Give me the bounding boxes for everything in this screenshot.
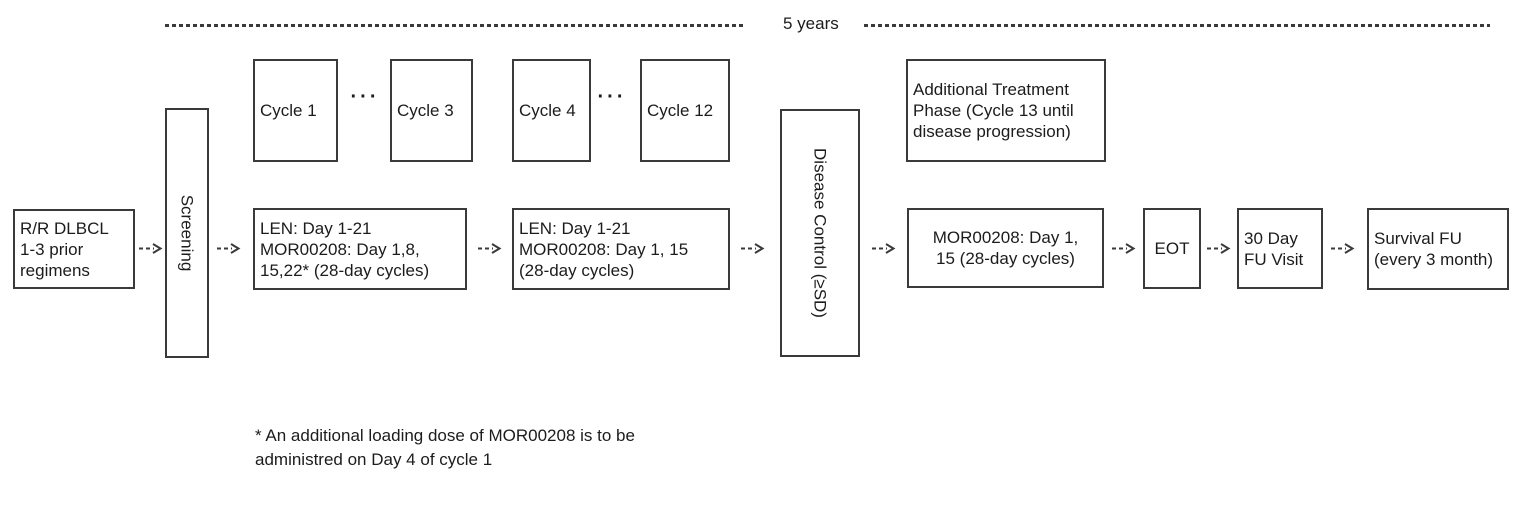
flow-arrow-icon [872, 243, 896, 254]
timeline-dash-left [165, 24, 745, 27]
entry-line: regimens [20, 260, 90, 280]
cycle-4-label: Cycle 4 [519, 101, 576, 120]
disease-control-box: Disease Control (≥SD) [780, 109, 860, 357]
disease-control-label: Disease Control (≥SD) [810, 148, 830, 318]
entry-line: 1-3 prior [20, 239, 84, 259]
regimen-line: MOR00208: Day 1, [932, 228, 1079, 247]
footnote-line: administred on Day 4 of cycle 1 [255, 450, 493, 469]
cycle-ellipsis: ··· [597, 86, 627, 108]
mor-regimen-box: MOR00208: Day 1, 15 (28-day cycles) [907, 208, 1104, 288]
additional-treatment-line: Phase (Cycle 13 until [913, 101, 1074, 120]
regimen-line: 15,22* (28-day cycles) [260, 260, 430, 280]
cycle-1-label: Cycle 1 [260, 101, 317, 120]
survival-fu-line: Survival FU [1374, 229, 1462, 248]
flow-arrow-icon [478, 243, 502, 254]
footnote-line: * An additional loading dose of MOR00208… [255, 426, 635, 445]
regimen-line: MOR00208: Day 1,8, [260, 239, 420, 259]
timeline-label: 5 years [783, 14, 839, 33]
flow-arrow-icon [741, 243, 765, 254]
footnote: * An additional loading dose of MOR00208… [255, 424, 635, 472]
cycle-4-box: Cycle 4 [512, 59, 591, 162]
entry-criteria-box: R/R DLBCL 1-3 prior regimens [13, 209, 135, 289]
fu-30day-line: FU Visit [1244, 249, 1304, 269]
additional-treatment-line: Additional Treatment [913, 80, 1069, 99]
eot-label: EOT [1154, 239, 1190, 258]
flow-arrow-icon [217, 243, 241, 254]
entry-line: R/R DLBCL [20, 218, 109, 238]
screening-box: Screening [165, 108, 209, 358]
cycle-1-box: Cycle 1 [253, 59, 338, 162]
cycle-3-box: Cycle 3 [390, 59, 473, 162]
cycle-12-label: Cycle 12 [647, 101, 714, 120]
regimen-line: LEN: Day 1-21 [519, 218, 631, 238]
survival-fu-box: Survival FU (every 3 month) [1367, 208, 1509, 290]
cycle-12-box: Cycle 12 [640, 59, 730, 162]
regimen-line: LEN: Day 1-21 [260, 218, 372, 238]
fu-30day-line: 30 Day [1244, 228, 1298, 248]
regimen-phase2-box: LEN: Day 1-21 MOR00208: Day 1, 15 (28-da… [512, 208, 730, 290]
timeline-dash-right [864, 24, 1490, 27]
flow-arrow-icon [139, 243, 163, 254]
additional-treatment-box: Additional Treatment Phase (Cycle 13 unt… [906, 59, 1106, 162]
eot-box: EOT [1143, 208, 1201, 289]
cycle-ellipsis: ··· [350, 86, 380, 108]
cycle-3-label: Cycle 3 [397, 101, 454, 120]
survival-fu-line: (every 3 month) [1374, 250, 1494, 269]
screening-label: Screening [177, 194, 197, 272]
regimen-line: MOR00208: Day 1, 15 [519, 239, 689, 259]
flow-arrow-icon [1112, 243, 1136, 254]
additional-treatment-line: disease progression) [913, 122, 1071, 141]
fu-30day-box: 30 Day FU Visit [1237, 208, 1323, 289]
regimen-line: 15 (28-day cycles) [936, 249, 1075, 268]
regimen-phase1-box: LEN: Day 1-21 MOR00208: Day 1,8, 15,22* … [253, 208, 467, 290]
flow-arrow-icon [1331, 243, 1355, 254]
flow-arrow-icon [1207, 243, 1231, 254]
regimen-line: (28-day cycles) [519, 260, 635, 280]
